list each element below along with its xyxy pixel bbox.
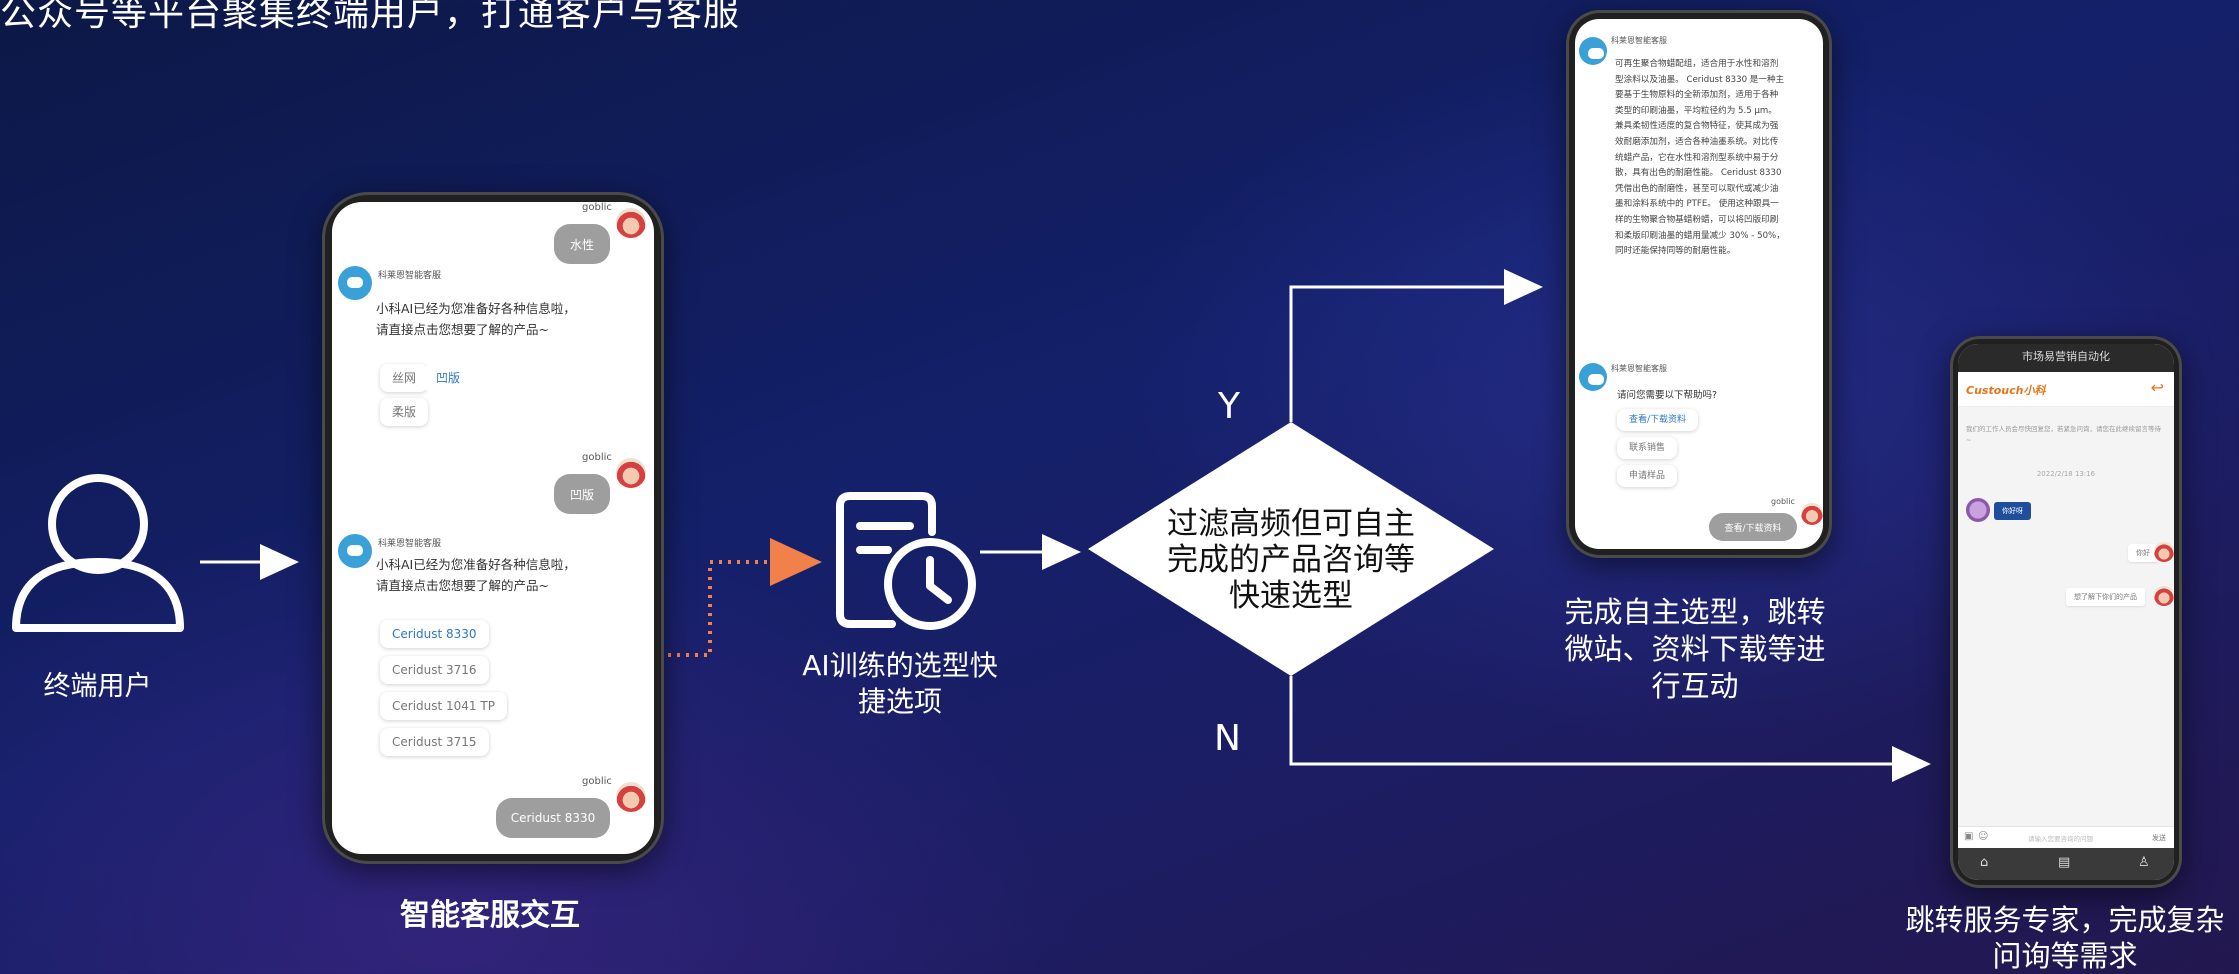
user-name: goblic: [1771, 497, 1795, 506]
option-ceridust-1041[interactable]: Ceridust 1041 TP: [380, 692, 507, 720]
bot-name: 科莱恩智能客服: [1611, 36, 1667, 45]
decision-line1: 过滤高频但可自主: [1167, 506, 1415, 542]
option-silk-screen[interactable]: 丝网: [380, 364, 429, 392]
ai-options-icon: [836, 492, 976, 630]
user-avatar: [616, 458, 646, 488]
user-label: 终端用户: [43, 671, 152, 702]
no-label: N: [1214, 718, 1241, 759]
timestamp: 2022/2/18 13:16: [2036, 470, 2096, 478]
user-icon: [12, 474, 184, 632]
user-avatar: [616, 208, 646, 238]
self-select-screen: 科莱恩智能客服 可再生聚合物蜡配组，适合用于水性和溶剂型涂料以及油墨。 Ceri…: [1575, 19, 1823, 549]
arrow-no-branch: [1289, 676, 1931, 782]
chat-phone-caption: 智能客服交互: [400, 898, 580, 933]
brand-bar: Custouch小科 ↩: [1958, 372, 2174, 407]
bot-avatar-icon: [338, 266, 372, 300]
notice-text: 我们的工作人员会尽快回复您，若紧急问询，请您在此继续留言等待~: [1966, 425, 2161, 444]
product-description: 可再生聚合物蜡配组，适合用于水性和溶剂型涂料以及油墨。 Ceridust 833…: [1615, 59, 1785, 257]
ai-options-label: AI训练的选型快 捷选项: [780, 648, 1020, 720]
home-icon[interactable]: ⌂: [1980, 855, 1989, 870]
input-bar: ▣ ☺ 请输入您要咨询的问题 发送: [1958, 826, 2174, 849]
user-name: goblic: [582, 452, 612, 463]
bot-name: 科莱恩智能客服: [378, 539, 442, 549]
decision-diamond: [1088, 422, 1494, 676]
app-titlebar: 市场易营销自动化: [1958, 344, 2174, 372]
option-gravure[interactable]: 凹版: [424, 364, 473, 392]
arrow-yes-branch: [1289, 269, 1543, 422]
decision-line2: 完成的产品咨询等: [1167, 542, 1415, 578]
bot-message-1: 小科AI已经为您准备好各种信息啦，请直接点击您想要了解的产品~: [376, 301, 576, 337]
profile-icon[interactable]: ♙: [2138, 855, 2150, 870]
option-ceridust-8330[interactable]: Ceridust 8330: [380, 620, 489, 648]
expert-caption-line1: 跳转服务专家，完成复杂: [1905, 903, 2225, 937]
option-ceridust-3716[interactable]: Ceridust 3716: [380, 656, 489, 684]
bot-avatar-icon: [1579, 37, 1607, 65]
agent-bubble: 你好呀: [1994, 502, 2031, 520]
user-bubble-2: 想了解下你们的产品: [2066, 588, 2145, 606]
bot-avatar-icon: [1579, 363, 1607, 391]
yes-label: Y: [1218, 386, 1240, 427]
user-avatar: [2154, 586, 2174, 606]
bot-message-2: 小科AI已经为您准备好各种信息啦，请直接点击您想要了解的产品~: [376, 557, 576, 593]
back-icon[interactable]: ↩: [2150, 378, 2164, 397]
bot-question: 请问您需要以下帮助吗?: [1617, 390, 1718, 401]
document-icon[interactable]: ▤: [2058, 855, 2071, 870]
chat-phone: goblic 水性 科莱恩智能客服 小科AI已经为您准备好各种信息啦，请直接点击…: [322, 192, 664, 864]
user-avatar: [1801, 503, 1823, 525]
option-ceridust-3715[interactable]: Ceridust 3715: [380, 728, 489, 756]
ai-options-label-line2: 捷选项: [857, 685, 942, 718]
option-download[interactable]: 查看/下载资料: [1617, 409, 1699, 431]
decision-text: 过滤高频但可自主 完成的产品咨询等 快速选型: [1128, 506, 1454, 614]
bubble-user-1: 水性: [554, 224, 610, 264]
image-icon[interactable]: ▣: [1964, 831, 1974, 842]
user-avatar: [616, 782, 646, 812]
page-title: 公众号等平台聚集终端用户，打通客户与客服: [0, 0, 741, 34]
bubble-user-3: Ceridust 8330: [496, 798, 610, 838]
self-select-caption-line1: 完成自主选型，跳转: [1564, 595, 1826, 629]
self-select-caption: 完成自主选型，跳转 微站、资料下载等进 行互动: [1530, 594, 1860, 705]
bottom-nav: ⌂ ▤ ♙: [1958, 848, 2174, 880]
expert-caption-line2: 问询等需求: [1992, 939, 2138, 973]
emoji-icon[interactable]: ☺: [1978, 831, 1989, 842]
expert-caption: 跳转服务专家，完成复杂 问询等需求: [1880, 902, 2239, 974]
bot-name: 科莱恩智能客服: [1611, 364, 1667, 373]
option-request-sample[interactable]: 申请样品: [1617, 465, 1678, 487]
agent-avatar: [1966, 498, 1990, 522]
option-contact-sales[interactable]: 联系销售: [1617, 437, 1678, 459]
option-flexo[interactable]: 柔版: [380, 398, 429, 426]
bot-name: 科莱恩智能客服: [378, 271, 442, 281]
bubble-user-2: 凹版: [554, 474, 610, 514]
user-avatar: [2154, 542, 2174, 562]
message-input[interactable]: 请输入您要咨询的问题: [2028, 835, 2093, 843]
decision-line3: 快速选型: [1229, 578, 1353, 614]
chat-screen: goblic 水性 科莱恩智能客服 小科AI已经为您准备好各种信息啦，请直接点击…: [332, 202, 654, 854]
ai-options-label-line1: AI训练的选型快: [802, 649, 998, 682]
bot-avatar-icon: [338, 534, 372, 568]
user-bubble-1: 你好: [2128, 544, 2158, 562]
user-name: goblic: [582, 202, 612, 213]
expert-screen: 市场易营销自动化 Custouch小科 ↩ 我们的工作人员会尽快回复您，若紧急问…: [1958, 344, 2174, 880]
expert-phone: 市场易营销自动化 Custouch小科 ↩ 我们的工作人员会尽快回复您，若紧急问…: [1950, 336, 2182, 888]
user-name: goblic: [582, 776, 612, 787]
bubble-download: 查看/下载资料: [1709, 513, 1797, 541]
send-button[interactable]: 发送: [2152, 834, 2166, 842]
self-select-caption-line3: 行互动: [1651, 669, 1739, 703]
self-select-caption-line2: 微站、资料下载等进: [1564, 632, 1826, 666]
self-select-phone: 科莱恩智能客服 可再生聚合物蜡配组，适合用于水性和溶剂型涂料以及油墨。 Ceri…: [1566, 10, 1832, 558]
brand-logo: Custouch小科: [1966, 384, 2046, 397]
